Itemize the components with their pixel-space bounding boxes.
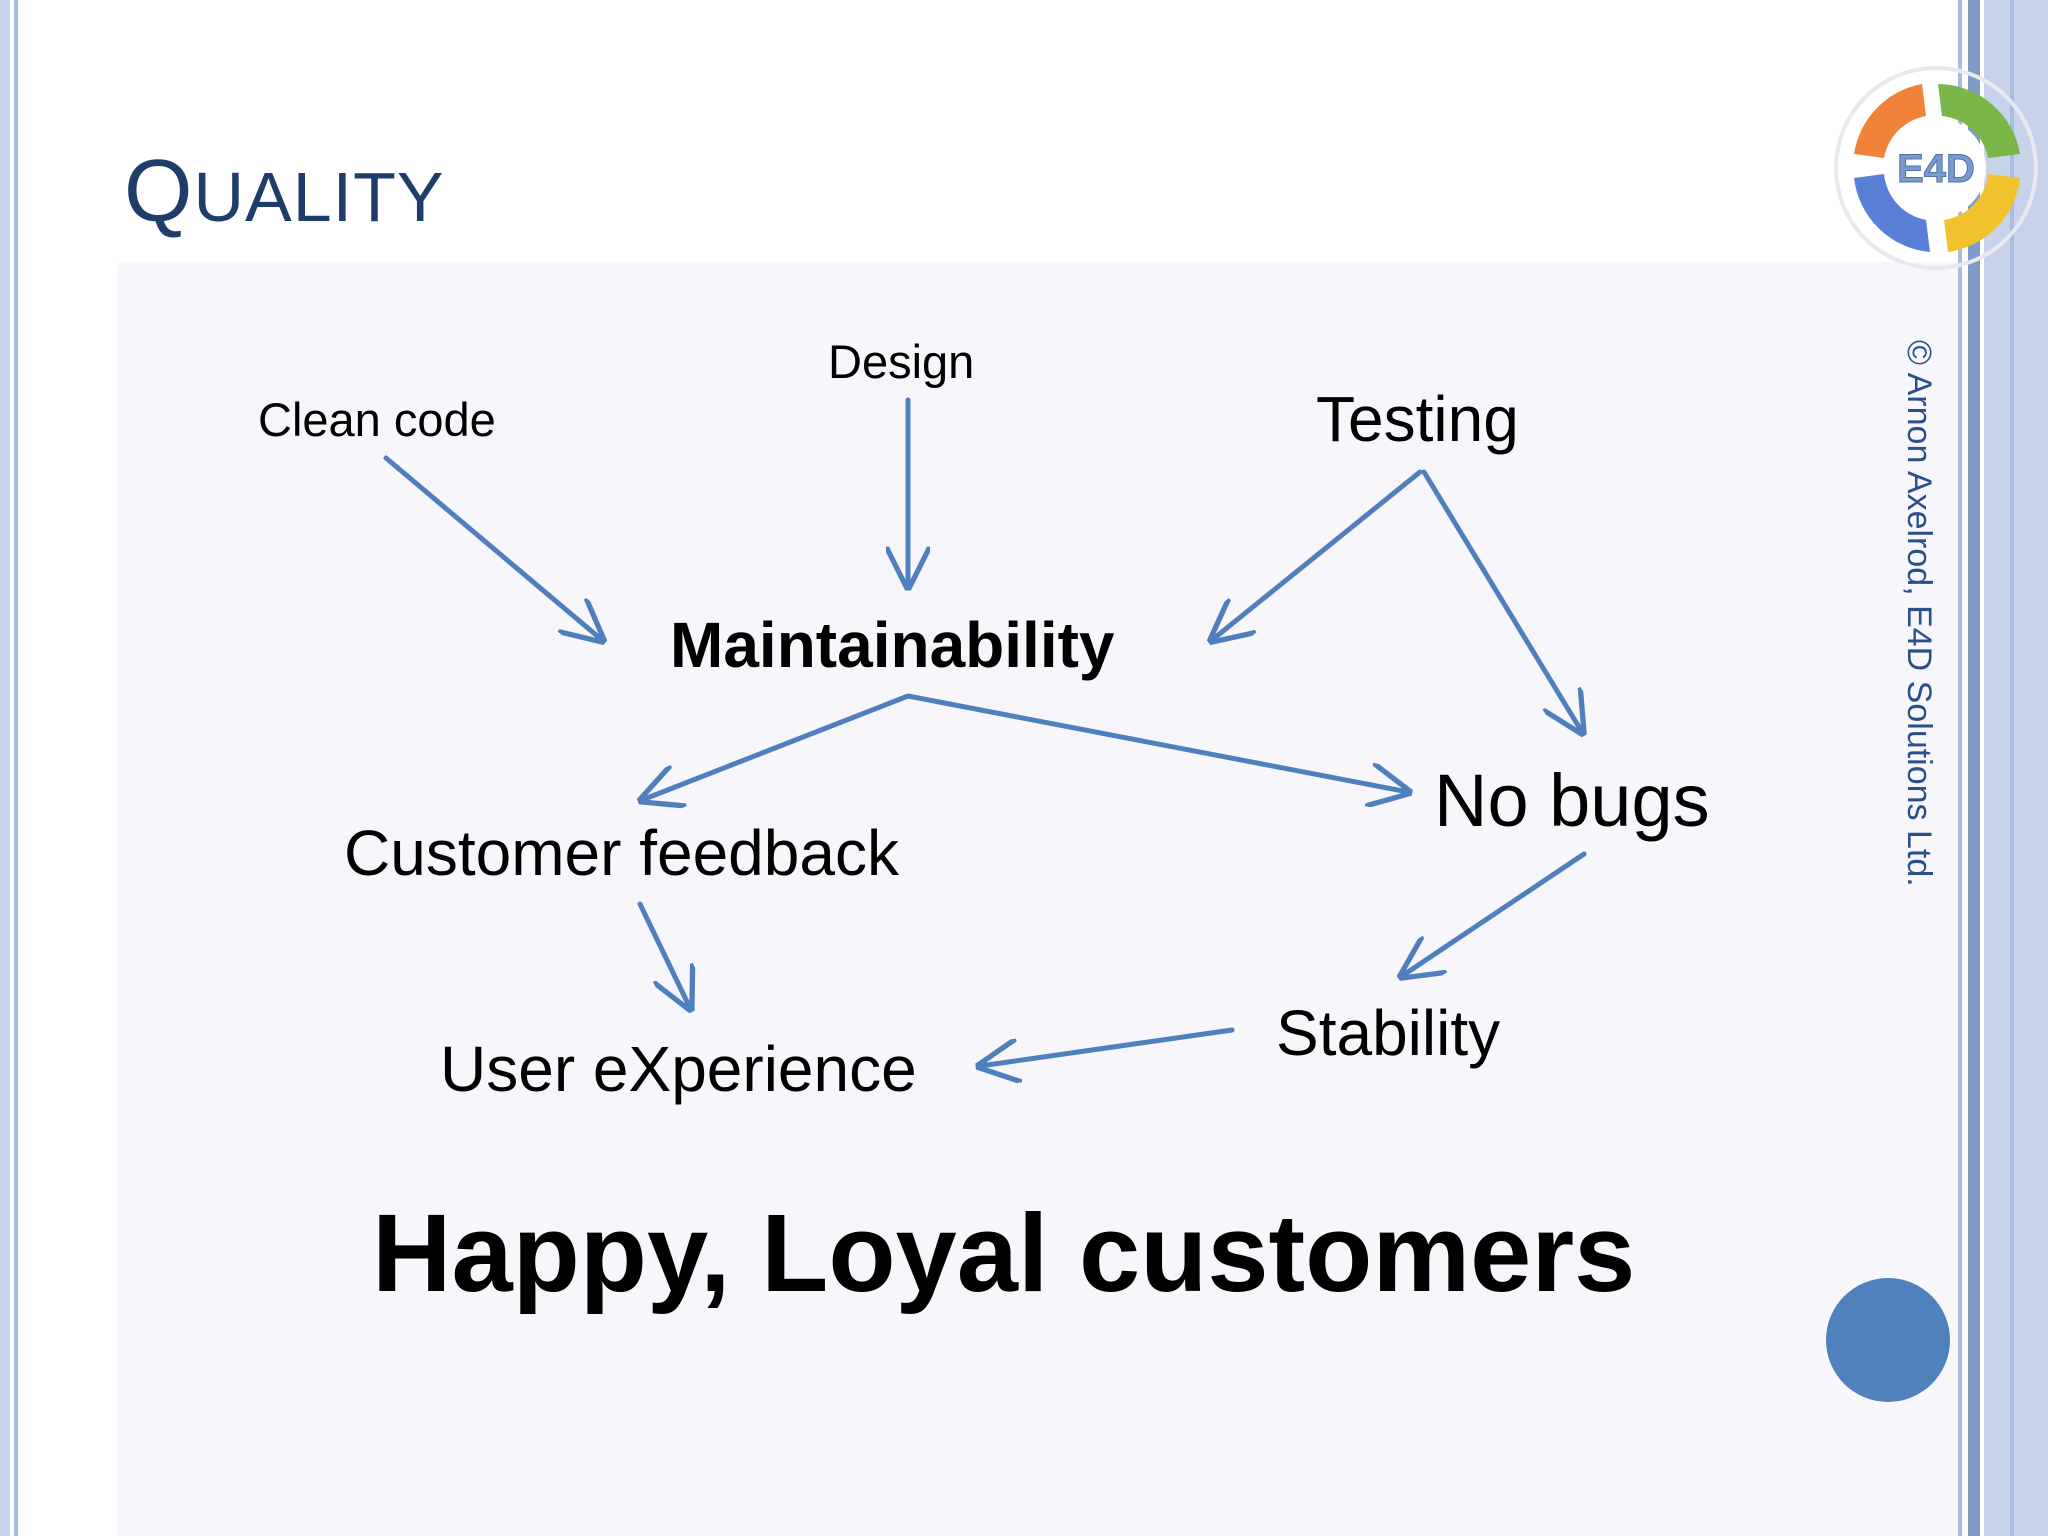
left-border-line — [14, 0, 18, 1536]
node-clean-code: Clean code — [258, 393, 496, 446]
e4d-logo: E4D — [1834, 66, 2038, 270]
footer-tagline: Happy, Loyal customers — [372, 1192, 1636, 1315]
title-rest: UALITY — [193, 158, 445, 236]
node-testing: Testing — [1316, 383, 1519, 455]
slide-title: QUALITY — [124, 140, 445, 242]
right-border-bar — [1968, 0, 1980, 1536]
right-border-bar-wide — [1984, 0, 2048, 1536]
node-maintainability: Maintainability — [670, 609, 1115, 681]
left-border-bar — [0, 0, 10, 1536]
node-user-experience: User eXperience — [440, 1033, 917, 1105]
edge-nobugs-stability — [1402, 851, 1587, 976]
edge-stability-userexperience — [980, 1027, 1235, 1066]
edge-testing-maintainability — [1212, 469, 1423, 640]
node-design: Design — [828, 335, 975, 388]
node-no-bugs: No bugs — [1434, 759, 1710, 842]
node-stability: Stability — [1276, 997, 1501, 1069]
node-customer-feedback: Customer feedback — [344, 817, 899, 889]
accent-circle — [1826, 1278, 1950, 1402]
content-area — [118, 262, 1958, 1536]
right-border-line — [1958, 0, 1962, 1536]
edge-maintainability-nobugs — [905, 693, 1408, 792]
copyright-notice: © Arnon Axelrod, E4D Solutions Ltd. — [1900, 340, 1938, 887]
edge-maintainability-customerfeedback — [642, 693, 911, 800]
title-initial: Q — [124, 141, 194, 240]
edge-cleancode-maintainability — [383, 455, 602, 640]
svg-text:E4D: E4D — [1897, 147, 1975, 191]
edge-testing-nobugs — [1421, 469, 1582, 732]
edge-customerfeedback-userexperience — [637, 901, 690, 1008]
right-border-line-outer — [2010, 0, 2014, 1536]
